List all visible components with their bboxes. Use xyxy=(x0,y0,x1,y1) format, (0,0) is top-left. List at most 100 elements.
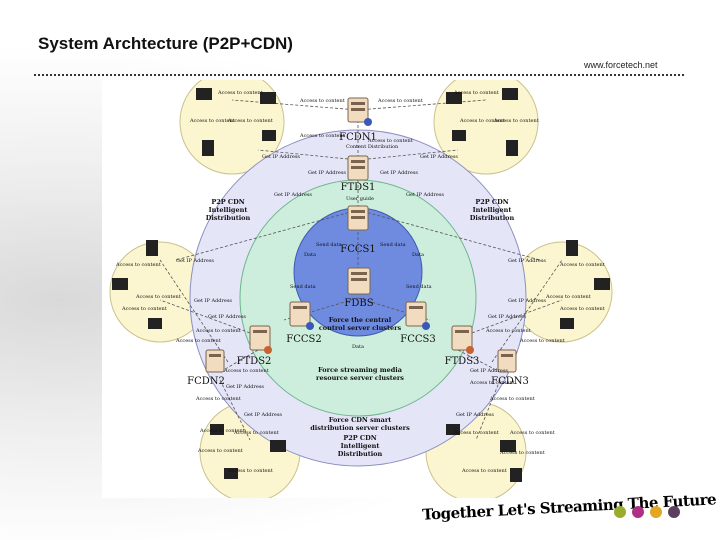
ring-labels: P2P CDN Intelligent Distribution P2P CDN… xyxy=(206,198,515,458)
edge-label: Access to content xyxy=(199,428,245,434)
server-node-ftds1: FTDS1 xyxy=(341,155,376,193)
edge-label: Get IP Address xyxy=(308,170,346,176)
page-title: System Archtecture (P2P+CDN) xyxy=(38,34,293,53)
edge-label: Access to content xyxy=(453,90,499,96)
edge-label: Get IP Address xyxy=(380,170,418,176)
connector-lines xyxy=(159,99,563,441)
dot-plum xyxy=(668,506,680,518)
ring-label-p2p-right-1: P2P CDN xyxy=(475,198,508,206)
edge-label: Access to content xyxy=(545,294,591,300)
edge-label: Access to content xyxy=(233,430,279,436)
edge-label: Access to content xyxy=(115,262,161,268)
edge-label: Access to content xyxy=(493,118,539,124)
ring-label-p2p-right-2: Intelligent xyxy=(473,206,512,214)
node-label-ftds2: FTDS2 xyxy=(237,356,272,367)
server-node-ftds2: FTDS2 xyxy=(237,325,272,367)
server-node-fcdn1: FCDN1 xyxy=(339,97,377,143)
ring-label-streaming-2: resource server clusters xyxy=(316,374,404,382)
edge-label-user-guide: User guide xyxy=(346,196,374,202)
node-label-fdbs: FDBS xyxy=(344,298,373,309)
ring-label-p2p-left-2: Intelligent xyxy=(209,206,248,214)
edge-label: Get IP Address xyxy=(508,258,546,264)
server-node-fccs1: FCCS1 xyxy=(340,205,376,255)
edge-label-send-data: Send data xyxy=(316,242,342,248)
edge-label: Get IP Address xyxy=(244,412,282,418)
edge-label: Get IP Address xyxy=(470,368,508,374)
edge-label: Access to content xyxy=(227,118,273,124)
dot-magenta xyxy=(632,506,644,518)
edge-label-send-data: Send data xyxy=(406,284,432,290)
edge-label: Access to content xyxy=(461,468,507,474)
edge-label: Access to content xyxy=(299,98,345,104)
server-node-fcdn2: FCDN2 xyxy=(187,349,225,387)
edge-label: Access to content xyxy=(459,118,505,124)
edge-label: Access to content xyxy=(469,380,515,386)
ring-label-p2p-right-3: Distribution xyxy=(470,214,515,222)
node-label-fccs1: FCCS1 xyxy=(340,244,375,255)
header-divider xyxy=(34,74,684,76)
dot-orange xyxy=(650,506,662,518)
edge-label: Access to content xyxy=(217,90,263,96)
edge-label: Access to content xyxy=(559,306,605,312)
node-label-fcdn3: FCDN3 xyxy=(491,376,529,387)
architecture-diagram: FCDN1 FTDS1 FCCS1 FDBS FCCS2 FCCS3 FTDS2 xyxy=(102,80,620,498)
ring-label-cdn-smart-1: Force CDN smart xyxy=(329,416,392,424)
edge-label-send-data: Send data xyxy=(380,242,406,248)
edge-label-content-distribution: Content Distribution xyxy=(346,144,399,150)
edge-label: Access to content xyxy=(227,468,273,474)
ring-label-central-2: control server clusters xyxy=(319,324,402,332)
edge-label: Get IP Address xyxy=(488,314,526,320)
ring-label-central-1: Force the central xyxy=(329,316,392,324)
edge-label: Access to content xyxy=(453,430,499,436)
edge-label-data: Data xyxy=(412,252,424,258)
edge-label: Get IP Address xyxy=(406,192,444,198)
node-label-fccs2: FCCS2 xyxy=(286,334,321,345)
node-label-ftds1: FTDS1 xyxy=(341,182,376,193)
edge-label: Access to content xyxy=(489,396,535,402)
client-computer-icons xyxy=(112,88,610,482)
server-node-fccs3: FCCS3 xyxy=(400,301,436,345)
ring-label-p2p-left-3: Distribution xyxy=(206,214,251,222)
ring-label-p2p-left-1: P2P CDN xyxy=(211,198,244,206)
edge-label: Access to content xyxy=(223,368,269,374)
edge-label: Access to content xyxy=(135,294,181,300)
edge-label: Get IP Address xyxy=(508,298,546,304)
server-node-fdbs: FDBS xyxy=(344,267,374,309)
edge-label: Access to content xyxy=(197,448,243,454)
edge-label: Get IP Address xyxy=(262,154,300,160)
edge-label-send-data: Send data xyxy=(290,284,316,290)
edge-label: Get IP Address xyxy=(456,412,494,418)
edge-label-data: Data xyxy=(352,344,364,350)
edge-label: Access to content xyxy=(195,396,241,402)
edge-label: Access to content xyxy=(195,328,241,334)
edge-label: Access to content xyxy=(519,338,565,344)
edge-label: Get IP Address xyxy=(226,384,264,390)
edge-label: Access to content xyxy=(485,328,531,334)
website-url: www.forcetech.net xyxy=(584,60,658,70)
edge-label: Access to content xyxy=(189,118,235,124)
ring-label-p2p-bottom-3: Distribution xyxy=(338,450,383,458)
edge-label-data: Data xyxy=(304,252,316,258)
ring-label-p2p-bottom-2: Intelligent xyxy=(341,442,380,450)
edge-label: Get IP Address xyxy=(194,298,232,304)
ring-label-cdn-smart-2: distribution server clusters xyxy=(310,424,410,432)
edge-label: Get IP Address xyxy=(420,154,458,160)
decorative-dots xyxy=(614,506,680,518)
node-label-fcdn2: FCDN2 xyxy=(187,376,225,387)
node-label-fccs3: FCCS3 xyxy=(400,334,435,345)
edge-label: Access to content xyxy=(175,338,221,344)
edge-label: Get IP Address xyxy=(274,192,312,198)
ring-label-p2p-bottom-1: P2P CDN xyxy=(343,434,376,442)
edge-label: Access to content xyxy=(377,98,423,104)
edge-label: Get IP Address xyxy=(208,314,246,320)
edge-label: Access to content xyxy=(509,430,555,436)
ring-label-streaming-1: Force streaming media xyxy=(318,366,403,374)
dot-olive xyxy=(614,506,626,518)
server-node-ftds3: FTDS3 xyxy=(445,325,479,367)
edge-label: Access to content xyxy=(367,138,413,144)
edge-label: Access to content xyxy=(499,450,545,456)
edge-labels: Access to content Access to content Acce… xyxy=(115,90,605,474)
edge-label: Get IP Address xyxy=(176,258,214,264)
server-node-fccs2: FCCS2 xyxy=(286,301,322,345)
server-node-fcdn3: FCDN3 xyxy=(491,349,529,387)
